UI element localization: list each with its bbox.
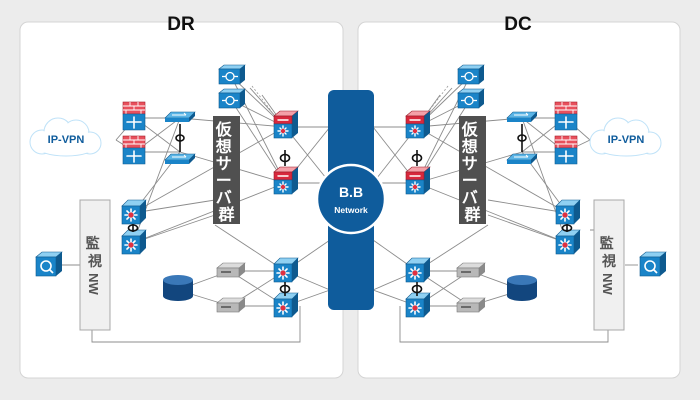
monitor-icon	[35, 251, 63, 277]
l3-switch-icon	[273, 257, 299, 283]
redundancy-links	[127, 124, 573, 296]
l3-switch-icon	[121, 229, 147, 255]
l3-switch-icon	[121, 199, 147, 225]
server-group-char: サ	[216, 154, 232, 173]
dashed-arrows	[251, 85, 449, 113]
server-group-char: 想	[461, 137, 478, 156]
storage-icon	[507, 275, 537, 301]
l3-switch-icon	[555, 229, 581, 255]
dc-monitoring-nw-box: 監 視 NW	[593, 199, 625, 331]
server-group-char: ー	[216, 171, 232, 190]
l2-switch-icon	[164, 111, 196, 123]
l2-switch-icon	[506, 153, 538, 165]
dr-site-title: DR	[167, 14, 195, 35]
router-switch-icon	[273, 110, 299, 139]
server-group-char: 群	[464, 205, 480, 224]
cloud-label: IP-VPN	[608, 134, 645, 146]
cloud-label: IP-VPN	[48, 134, 85, 146]
load-balancer-icon	[218, 88, 246, 109]
server-group-char: バ	[462, 188, 478, 207]
load-balancer-icon	[457, 64, 485, 85]
dr-site-panel	[19, 21, 344, 379]
router-switch-icon	[273, 166, 299, 195]
server-icon	[456, 297, 486, 313]
dc-server-group-box: 仮 想 サ ー バ 群	[459, 116, 486, 224]
server-group-char: 想	[215, 137, 232, 156]
svg-text:仮 想 サ ー: 仮 想 サ ー バ 群	[215, 120, 238, 224]
backbone-network: B.B Network	[315, 90, 387, 310]
server-icon	[456, 262, 486, 278]
l3-switch-icon	[273, 292, 299, 318]
l3-switch-icon	[405, 257, 431, 283]
firewall-icon	[122, 101, 146, 131]
monitor-nw-text: NW	[600, 273, 615, 295]
dr-monitoring-nw-box: 監 視 NW	[79, 199, 111, 331]
server-group-char: ー	[462, 171, 478, 190]
backbone-sublabel: Network	[334, 205, 368, 215]
cloud-icon: IP-VPN	[589, 117, 662, 157]
monitor-nw-text: NW	[86, 273, 101, 295]
router-switch-icon	[405, 166, 431, 195]
l3-switch-icon	[405, 292, 431, 318]
svg-text:仮 想 サ ー: 仮 想 サ ー バ 群	[461, 120, 484, 224]
server-group-char: サ	[462, 154, 478, 173]
l2-switch-icon	[506, 111, 538, 123]
router-switch-icon	[405, 110, 431, 139]
monitor-char: 監	[600, 235, 614, 252]
server-icon	[216, 262, 246, 278]
firewall-icon	[554, 135, 578, 165]
dr-server-group-box: 仮 想 サ ー バ 群	[213, 116, 240, 224]
storage-icon	[163, 275, 193, 301]
monitor-char: 監	[86, 235, 100, 252]
server-icon	[216, 297, 246, 313]
load-balancer-icon	[218, 64, 246, 85]
firewall-icon	[122, 135, 146, 165]
load-balancer-icon	[457, 88, 485, 109]
firewall-icon	[554, 101, 578, 131]
cloud-icon: IP-VPN	[29, 117, 102, 157]
backbone-label: B.B	[339, 184, 363, 200]
svg-text:監 視: 監 視	[86, 235, 105, 270]
dc-site-title: DC	[504, 14, 532, 35]
server-group-char: 仮	[461, 120, 479, 139]
server-group-char: バ	[216, 188, 232, 207]
monitor-char: 視	[87, 253, 102, 270]
l3-switch-icon	[555, 199, 581, 225]
dc-site-panel	[357, 21, 681, 379]
svg-text:監 視: 監 視	[600, 235, 619, 270]
server-group-char: 仮	[215, 120, 233, 139]
monitor-char: 視	[601, 253, 616, 270]
server-group-char: 群	[218, 205, 234, 224]
l2-switch-icon	[164, 153, 196, 165]
monitor-icon	[639, 251, 667, 277]
